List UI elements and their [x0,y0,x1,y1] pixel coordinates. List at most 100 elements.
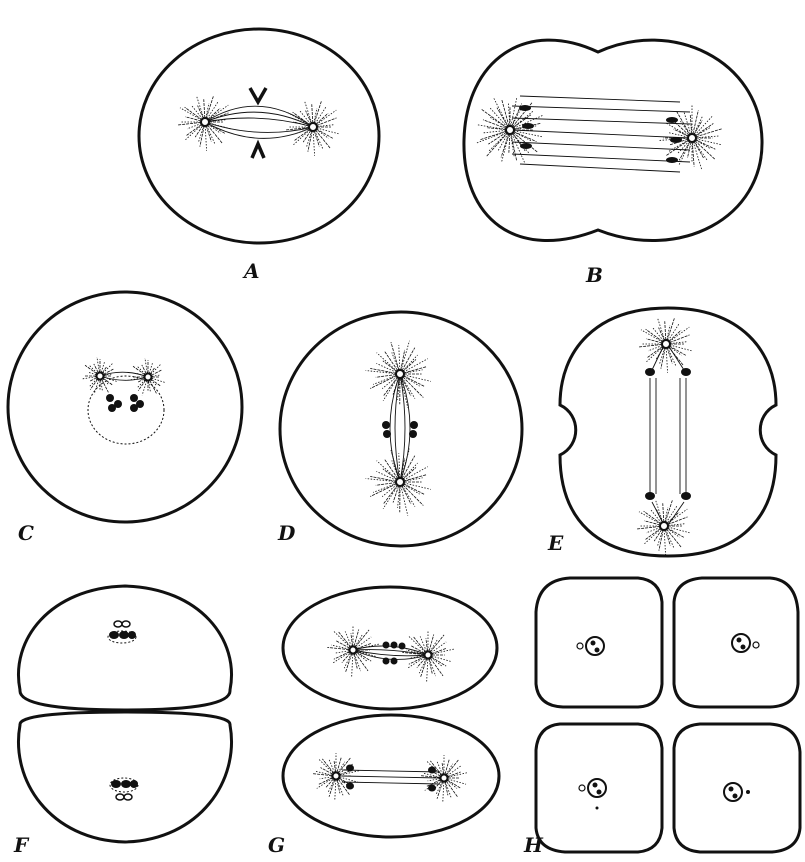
aster-fibre [316,113,328,124]
panel-c: C [8,292,242,545]
panel-a: A [139,29,379,283]
aster-fibre [442,763,443,775]
panel-g-upper-centrosome-left [350,647,357,654]
panel-a-centrosome-right [309,123,317,131]
panel-label-c: C [18,521,34,545]
aster-fibre [94,380,99,394]
aster-fibre [376,363,396,372]
panel-h-cell-bottom-right [674,724,800,852]
panel-label-a: A [242,259,260,283]
aster-fibre [204,99,205,118]
panel-a-chromosomes [250,88,266,158]
aster-fibre [152,370,162,375]
aster-fibre [476,131,506,143]
aster-fibre [399,345,400,370]
aster-fibre [346,654,352,673]
panel-f-upper-cell [18,586,231,710]
aster-fibre [152,378,165,382]
panel-h-nucleus-bottom-left [579,779,606,810]
panel-g-lower-cell [283,715,499,837]
panel-g-upper-cell [283,587,497,709]
panel-label-e: E [547,531,564,555]
aster-fibre [667,512,679,523]
panel-b-spindle [512,96,690,172]
panel-h-nucleus-bottom-right [724,783,750,801]
aster-fibre [354,654,357,669]
aster-fibre [392,352,399,370]
panel-f: F [13,586,232,857]
panel-a-centrosome-left [201,118,209,126]
aster-fibre [206,126,211,142]
aster-fibre [373,375,396,384]
aster-fibre [670,342,687,344]
aster-fibre [669,330,681,341]
panel-f-upper-nucleus [108,621,136,643]
aster-fibre [432,656,452,662]
aster-fibre [512,108,521,126]
aster-fibre [508,103,509,126]
aster-fibre [493,97,508,126]
aster-fibre [317,125,334,127]
panel-b: B [464,40,762,287]
aster-fibre [102,366,107,372]
panel-c-centrosome-left [97,373,104,380]
aster-fibre [345,631,351,646]
aster-fibre [648,345,662,350]
aster-fibre [318,759,333,774]
aster-fibre [420,636,426,651]
aster-fibre [376,471,396,480]
aster-fibre [695,140,710,149]
panel-label-g: G [268,833,285,857]
panel-d: D [277,312,522,546]
aster-fibre [483,120,506,129]
aster-fibre [314,131,319,147]
aster-fibre [101,380,103,392]
panel-h-cell-bottom-left [536,724,662,852]
panel-g-upper-centrosome-right [425,652,432,659]
aster-fibre [97,357,99,372]
panel-d-chromosomes [382,421,418,438]
aster-fibre [646,339,662,343]
aster-fibre [142,365,146,374]
aster-fibre [94,364,98,373]
aster-fibre [695,127,710,136]
aster-fibre [427,659,428,682]
aster-fibre [445,782,451,798]
aster-fibre [432,649,454,654]
aster-fibre [334,631,350,647]
aster-fibre [430,635,444,652]
aster-fibre [668,524,685,526]
aster-fibre [665,530,670,546]
panel-g-lower-centrosome-left [333,773,340,780]
panel-c-centrosome-right [145,374,152,381]
aster-fibre [448,779,466,784]
panel-c-chromosomes [106,394,144,412]
aster-fibre [370,376,396,389]
panel-b-cell [464,40,762,240]
panel-e-spindle [650,345,686,525]
panel-label-b: B [585,263,603,287]
aster-fibre [664,530,665,555]
aster-fibre [658,319,665,340]
aster-fibre [340,777,358,782]
panel-e-centrosome-top [662,340,670,348]
aster-fibre [185,117,201,121]
aster-fibre [666,348,667,373]
aster-fibre [305,102,312,123]
aster-fibre [646,527,660,532]
aster-fibre [197,97,204,118]
panel-g: G [268,587,499,857]
aster-fibre [447,780,457,788]
aster-fibre [385,351,398,370]
panel-d-centrosome-top [396,370,404,378]
panel-f-lower-nucleus [110,778,138,800]
aster-fibre [443,782,444,803]
panel-h-nucleus-top-left [577,637,604,655]
aster-fibre [696,136,719,138]
aster-fibre [663,503,664,522]
aster-fibre [447,780,460,788]
panel-h-nucleus-top-right [732,634,759,652]
aster-fibre [421,659,427,678]
aster-fibre [318,778,332,785]
